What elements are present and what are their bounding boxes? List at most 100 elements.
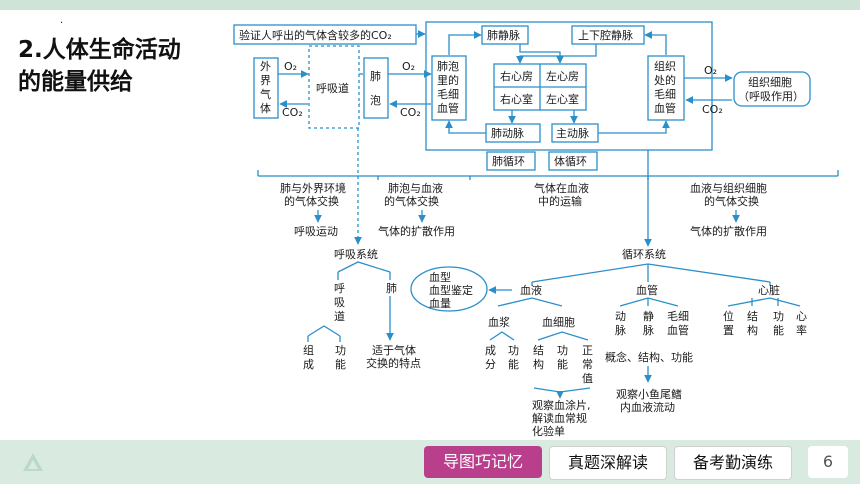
col2-line1: 肺泡与血液	[388, 181, 443, 195]
right-atrium-label: 右心房	[500, 69, 533, 83]
heart-label: 心脏	[758, 284, 780, 297]
tissue-cell-label-1: 组织细胞	[748, 75, 792, 89]
tissue-cap-3: 毛细	[654, 88, 676, 101]
concept-map: 验证人呼出的气体含较多的CO₂ 外 界 气 体 O₂ CO₂ 呼吸道 肺 泡 O…	[60, 18, 839, 438]
col3-line1: 气体在血液	[534, 181, 589, 195]
title-line-2: 的能量供给	[18, 69, 133, 95]
nav-practice-button[interactable]: 备考勤演练	[674, 446, 792, 480]
artery-2: 脉	[615, 323, 626, 337]
circ-system-label: 循环系统	[622, 248, 666, 261]
lung-feature-2: 交换的特点	[366, 356, 421, 370]
pulmonary-vein-label: 肺静脉	[487, 28, 520, 42]
vena-cava-label: 上下腔静脉	[578, 28, 633, 42]
lung-box	[363, 57, 389, 119]
heart-rate-1: 心	[796, 310, 807, 323]
vessel-concept: 概念、结构、功能	[605, 350, 693, 364]
alveolar-cap-4: 血管	[437, 101, 459, 115]
col4-sub: 气体的扩散作用	[690, 224, 767, 238]
cell-normal-1: 正	[582, 344, 593, 357]
cell-normal-3: 值	[582, 372, 593, 385]
heart-func-2: 能	[773, 323, 784, 337]
pulmonary-circ-label: 肺循环	[492, 155, 525, 168]
nav-mindmap-button[interactable]: 导图巧记忆	[424, 446, 542, 478]
co2-label-3: CO₂	[702, 103, 723, 116]
observe-fish-2: 内血液流动	[620, 400, 675, 414]
resp-airway-1: 呼	[334, 282, 345, 295]
airway-func-1: 功	[335, 344, 346, 357]
heart-struct-2: 构	[747, 323, 758, 337]
aorta-label: 主动脉	[556, 126, 589, 140]
vein-1: 静	[643, 309, 654, 323]
plasma-func-2: 能	[508, 357, 519, 371]
resp-system-label: 呼吸系统	[334, 248, 378, 261]
observe-smear-2: 解读血常规	[532, 411, 587, 425]
airway-dashed-box	[308, 45, 360, 129]
artery-1: 动	[615, 310, 626, 323]
o2-label-1: O₂	[284, 60, 297, 73]
cell-struct-2: 构	[533, 357, 544, 371]
lung-feature-1: 适于气体	[372, 343, 416, 357]
resp-lung: 肺	[386, 282, 397, 295]
outer-air-2: 界	[260, 74, 271, 87]
blood-label: 血液	[520, 283, 542, 297]
pulmonary-artery-label: 肺动脉	[491, 126, 524, 140]
logo-icon	[23, 453, 43, 471]
airway-comp-1: 组	[303, 343, 314, 357]
left-atrium-label: 左心房	[546, 70, 579, 83]
vein-2: 脉	[643, 323, 654, 337]
tiny-dot: ·	[60, 18, 63, 29]
blood-cells-label: 血细胞	[542, 315, 575, 329]
systemic-circ-label: 体循环	[554, 154, 587, 168]
systemic-circulation-box	[548, 151, 598, 171]
tissue-cell-label-2: （呼吸作用）	[738, 90, 804, 103]
heart-pos-1: 位	[723, 309, 734, 323]
pulmonary-vein-box	[481, 25, 529, 45]
col4-line1: 血液与组织细胞	[690, 181, 767, 195]
observe-smear-1: 观察血涂片,	[532, 398, 591, 412]
col1-line2: 的气体交换	[284, 194, 339, 208]
lung-label-1: 肺	[370, 70, 381, 83]
cell-normal-2: 常	[582, 358, 593, 371]
title-line-1: 2.人体生命活动	[18, 37, 181, 63]
heart-struct-1: 结	[747, 310, 758, 323]
co2-label-2: CO₂	[400, 106, 421, 119]
observe-fish-1: 观察小鱼尾鳍	[616, 387, 682, 401]
tissue-cap-4: 血管	[654, 101, 676, 115]
col2-line2: 的气体交换	[384, 194, 439, 208]
blood-type-2: 血型鉴定	[429, 283, 473, 297]
lung-label-2: 泡	[370, 93, 381, 107]
slide-title: 2.人体生命活动 的能量供给	[18, 34, 181, 98]
observe-smear-3: 化验单	[532, 424, 565, 438]
capillary-2: 血管	[667, 323, 689, 337]
vessels-label: 血管	[636, 283, 658, 297]
col4-line2: 的气体交换	[704, 194, 759, 208]
col2-sub: 气体的扩散作用	[378, 224, 455, 238]
tissue-capillary-box	[647, 55, 685, 121]
tissue-cap-2: 处的	[654, 73, 676, 87]
plasma-label: 血浆	[488, 315, 510, 329]
col3-line2: 中的运输	[538, 194, 582, 208]
cell-struct-1: 结	[533, 344, 544, 357]
alveolar-capillary-box	[431, 55, 467, 121]
blood-type-ellipse	[410, 266, 488, 312]
left-ventricle-label: 左心室	[546, 92, 579, 106]
alveolar-cap-1: 肺泡	[437, 59, 459, 73]
circulation-frame	[425, 21, 713, 151]
outer-air-4: 体	[260, 101, 271, 115]
resp-airway-3: 道	[334, 309, 345, 323]
alveolar-cap-3: 毛细	[437, 88, 459, 101]
airway-comp-2: 成	[303, 358, 314, 371]
plasma-func-1: 功	[508, 344, 519, 357]
tissue-cell-box	[733, 71, 811, 107]
blood-type-3: 血量	[429, 296, 451, 310]
plasma-comp-2: 分	[485, 358, 496, 371]
pulmonary-circulation-box	[486, 151, 536, 171]
co2-label-1: CO₂	[282, 106, 303, 119]
outer-air-box	[253, 57, 279, 119]
tissue-cap-1: 组织	[654, 59, 676, 73]
top-bar	[0, 0, 860, 10]
heart-pos-2: 置	[723, 324, 734, 337]
nav-exam-button[interactable]: 真题深解读	[549, 446, 667, 480]
col1-line1: 肺与外界环境	[280, 181, 346, 195]
cell-func-2: 能	[557, 357, 568, 371]
